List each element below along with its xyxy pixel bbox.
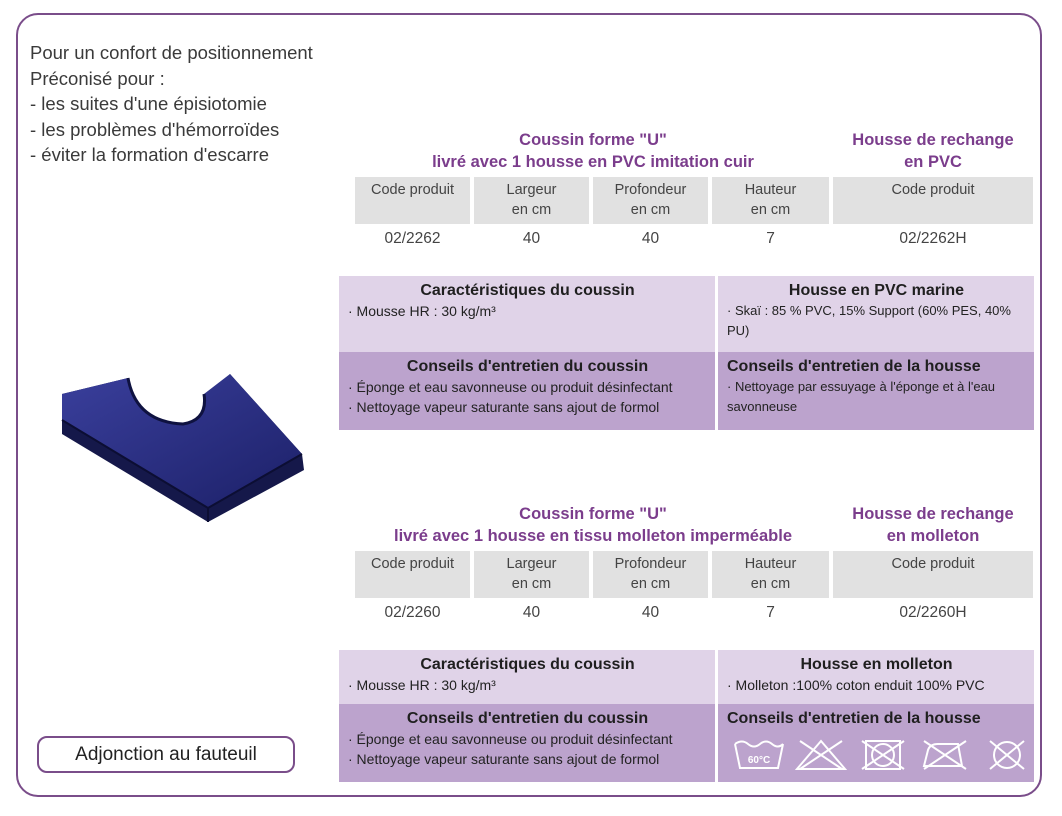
header-code-housse: Code produit <box>833 551 1033 598</box>
intro-line: Pour un confort de positionnement <box>30 42 313 63</box>
header-code-produit: Code produit <box>355 177 470 224</box>
product2-cover-title-line2: en molleton <box>886 527 980 545</box>
product1-cover-title: Housse de rechange en PVC <box>833 129 1033 173</box>
entretien-line: · Éponge et eau savonneuse ou produit dé… <box>348 731 673 747</box>
intro-text: Pour un confort de positionnement Précon… <box>30 40 313 168</box>
product1-code: 02/2262 <box>384 230 441 247</box>
svg-text:60°C: 60°C <box>748 755 770 766</box>
housse-line: · Molleton :100% coton enduit 100% PVC <box>727 677 985 693</box>
housse-title: Housse en molleton <box>800 656 953 673</box>
wash-60-icon: 60°C <box>734 740 784 769</box>
product2-entretien-coussin: Conseils d'entretien du coussin · Éponge… <box>339 704 715 782</box>
housse-line: · Skaï : 85 % PVC, 15% Support (60% PES,… <box>727 303 1011 338</box>
product1-entretien-housse: Conseils d'entretien de la housse · Nett… <box>718 352 1034 430</box>
no-tumble-dry-icon <box>861 740 905 770</box>
product1-housse: Housse en PVC marine · Skaï : 85 % PVC, … <box>718 276 1034 352</box>
no-bleach-icon <box>794 739 848 770</box>
intro-line: - les problèmes d'hémorroïdes <box>30 118 280 140</box>
product1-largeur: 40 <box>522 230 541 247</box>
header-code-produit: Code produit <box>355 551 470 598</box>
product2-title-line2: livré avec 1 housse en tissu molleton im… <box>394 527 792 545</box>
u-cushion-image <box>61 374 304 522</box>
content-frame <box>16 13 1042 797</box>
entretien-line: · Nettoyage vapeur saturante sans ajout … <box>348 399 660 415</box>
product1-entretien-coussin: Conseils d'entretien du coussin · Éponge… <box>339 352 715 430</box>
product1-title: Coussin forme "U" livré avec 1 housse en… <box>355 129 831 173</box>
product1-caracteristiques: Caractéristiques du coussin · Mousse HR … <box>339 276 715 352</box>
entretien-title: Conseils d'entretien du coussin <box>406 358 649 375</box>
no-dry-clean-icon <box>989 740 1025 770</box>
housse-title: Housse en PVC marine <box>788 282 965 299</box>
product1-cover-title-line1: Housse de rechange <box>852 131 1014 149</box>
carac-line: · Mousse HR : 30 kg/m³ <box>348 677 496 693</box>
carac-title: Caractéristiques du coussin <box>420 656 635 673</box>
product1-cover-title-line2: en PVC <box>904 153 962 171</box>
product2-title: Coussin forme "U" livré avec 1 housse en… <box>355 503 831 547</box>
no-iron-icon <box>922 740 967 770</box>
product2-title-line1: Coussin forme "U" <box>519 505 667 523</box>
product1-hauteur: 7 <box>766 230 775 247</box>
header-code-housse: Code produit <box>833 177 1033 224</box>
product2-cover-code: 02/2260H <box>899 604 967 621</box>
product2-housse: Housse en molleton · Molleton :100% coto… <box>718 650 1034 704</box>
carac-line: · Mousse HR : 30 kg/m³ <box>348 303 496 319</box>
entretien-housse-line: · Nettoyage par essuyage à l'éponge et à… <box>727 379 996 414</box>
product1-cover-code: 02/2262H <box>899 230 967 247</box>
entretien-housse-title: Conseils d'entretien de la housse <box>727 710 981 727</box>
product2-hauteur: 7 <box>766 604 775 621</box>
entretien-line: · Nettoyage vapeur saturante sans ajout … <box>348 751 660 767</box>
product1-profondeur: 40 <box>641 230 660 247</box>
product2-cover-title: Housse de rechange en molleton <box>833 503 1033 547</box>
product2-largeur: 40 <box>522 604 541 621</box>
entretien-line: · Éponge et eau savonneuse ou produit dé… <box>348 379 673 395</box>
product2-caracteristiques: Caractéristiques du coussin · Mousse HR … <box>339 650 715 704</box>
adjonction-fauteuil-button[interactable]: Adjonction au fauteuil <box>37 736 295 773</box>
entretien-housse-title: Conseils d'entretien de la housse <box>727 358 981 375</box>
product2-code: 02/2260 <box>384 604 441 621</box>
carac-title: Caractéristiques du coussin <box>420 282 635 299</box>
product2-cover-title-line1: Housse de rechange <box>852 505 1014 523</box>
entretien-title: Conseils d'entretien du coussin <box>406 710 649 727</box>
intro-line: - éviter la formation d'escarre <box>30 144 269 166</box>
product1-title-line2: livré avec 1 housse en PVC imitation cui… <box>432 153 754 171</box>
intro-line: - les suites d'une épisiotomie <box>30 93 267 115</box>
product1-title-line1: Coussin forme "U" <box>519 131 667 149</box>
care-icons: 60°C <box>732 738 1034 772</box>
intro-line: Préconisé pour : <box>30 67 165 89</box>
product2-profondeur: 40 <box>641 604 660 621</box>
